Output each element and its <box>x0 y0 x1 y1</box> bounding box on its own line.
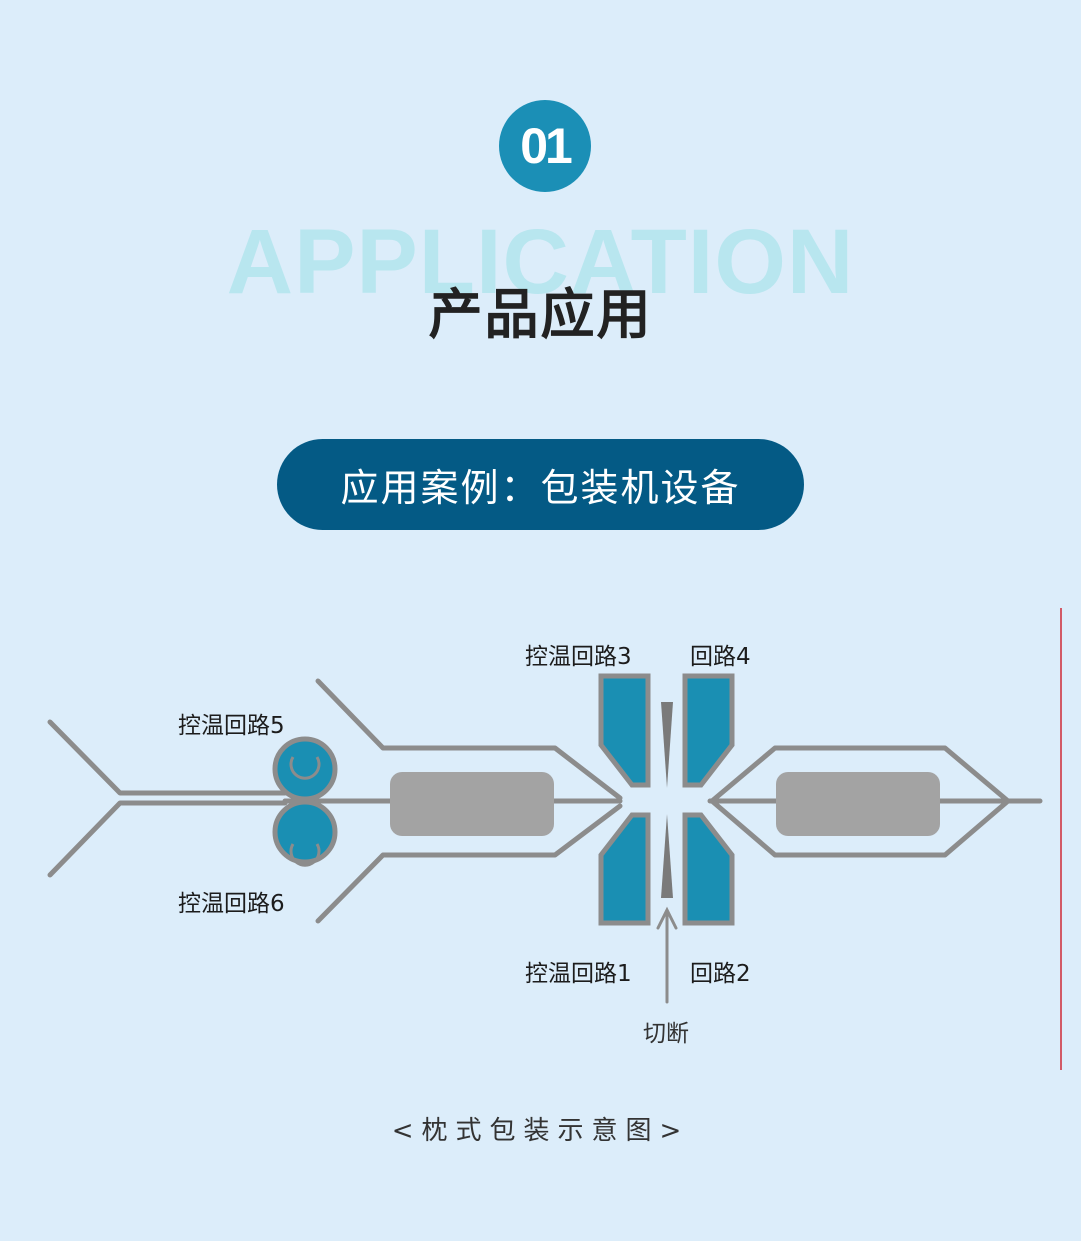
side-divider-line <box>1060 608 1062 1070</box>
application-case-label: 应用案例：包装机设备 <box>277 439 804 530</box>
label-loop5: 控温回路5 <box>178 713 285 739</box>
pillow-packaging-diagram <box>47 673 1043 1004</box>
film-line-upper-left <box>47 719 288 796</box>
cutter-blade-upper <box>661 702 673 788</box>
heater-block-loop4 <box>682 673 735 788</box>
funnel-lower-left <box>315 803 623 924</box>
roller-upper <box>272 736 338 802</box>
cutter-blade-lower <box>661 814 673 898</box>
label-loop4: 回路4 <box>690 644 751 670</box>
roller-lower <box>272 799 338 867</box>
product-left <box>390 772 554 836</box>
label-loop3: 控温回路3 <box>525 644 632 670</box>
film-line-lower-left <box>47 800 288 878</box>
label-cut: 切断 <box>643 1021 689 1047</box>
label-loop1: 控温回路1 <box>525 961 632 987</box>
heater-block-loop2 <box>682 812 735 926</box>
funnel-upper-left <box>315 678 623 801</box>
background-watermark-word: APPLICATION <box>226 211 855 313</box>
section-title: 产品应用 <box>428 283 653 346</box>
label-loop2: 回路2 <box>690 961 751 987</box>
product-right <box>776 772 940 836</box>
diagram-caption: <枕式包装示意图> <box>391 1116 690 1146</box>
heater-block-loop3 <box>598 673 651 788</box>
heater-block-loop1 <box>598 812 651 926</box>
cut-arrow-head <box>656 906 678 930</box>
package-outline-right <box>709 745 1011 858</box>
label-loop6: 控温回路6 <box>178 891 285 917</box>
section-number-badge: 01 <box>499 100 591 192</box>
